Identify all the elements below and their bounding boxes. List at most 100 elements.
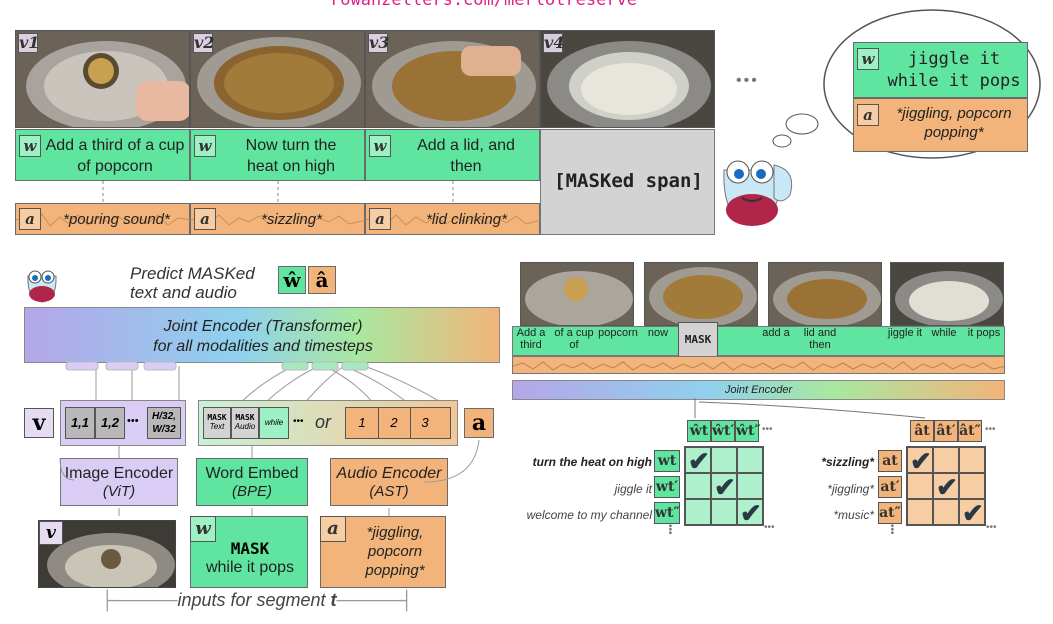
predicted-w-token: ŵ bbox=[278, 266, 306, 294]
image-encoder-line1: Image Encoder bbox=[64, 465, 174, 482]
frame-4-image bbox=[541, 31, 714, 127]
text-cell-2-3 bbox=[737, 473, 763, 499]
audio-cell-1-3 bbox=[959, 447, 985, 473]
word-embed-box: Word Embed (BPE) bbox=[196, 458, 308, 506]
input-mask-token: MASK bbox=[230, 539, 270, 558]
word-4: now bbox=[647, 327, 669, 339]
audio-cell-1-2 bbox=[933, 447, 959, 473]
audio-token-1: 1 bbox=[346, 408, 379, 438]
audio-cell-3-3: ✔ bbox=[959, 499, 985, 526]
mask-text-top: MASK bbox=[207, 413, 227, 422]
audio-header-more: ••• bbox=[985, 424, 996, 435]
frame-1-label: v1 bbox=[18, 33, 40, 53]
joint-encoder-line2: for all modalities and timesteps bbox=[153, 338, 373, 355]
encoder-output-arrows bbox=[59, 439, 480, 516]
text-segment-3-text: Add a lid, and then bbox=[417, 137, 515, 175]
audio-encoder-line2: (AST) bbox=[369, 483, 409, 500]
text-header-3: ŵt″ bbox=[735, 420, 761, 442]
thought-audio-label: a bbox=[857, 104, 879, 126]
word-embed-line1: Word Embed bbox=[205, 465, 299, 482]
audio-segment-1-text: *pouring sound* bbox=[63, 211, 170, 228]
audio-header-1: ât bbox=[910, 420, 934, 442]
text-dots: ••• bbox=[293, 416, 304, 427]
frame-3-label: v3 bbox=[368, 33, 390, 53]
right-frame-1-image bbox=[521, 263, 633, 325]
audio-strip-wave bbox=[513, 361, 1004, 371]
image-encoder-line2: (ViT) bbox=[102, 483, 136, 500]
right-frame-2-image bbox=[645, 263, 757, 325]
word-2: of a cup of bbox=[554, 327, 594, 351]
mask-audio-token: MASK Audio bbox=[231, 407, 259, 439]
thought-audio-box: a *jiggling, popcorn popping* bbox=[853, 98, 1028, 152]
video-frame-3: v3 bbox=[365, 30, 540, 128]
text-audio-connectors bbox=[102, 181, 454, 203]
word-embed-line2: (BPE) bbox=[231, 483, 272, 500]
audio-segment-3-text: *lid clinking* bbox=[426, 211, 507, 228]
text-cell-3-1 bbox=[685, 499, 711, 525]
text-cols-more: ••• bbox=[764, 522, 775, 533]
predicted-a-token: â bbox=[308, 266, 336, 294]
patch-dots: ••• bbox=[127, 415, 139, 427]
project-url[interactable]: rowanzellers.com/merlotreserve bbox=[330, 0, 638, 10]
word-7: lid and then bbox=[803, 327, 837, 351]
inputs-caption-text: inputs for segment bbox=[177, 590, 331, 610]
text-cell-1-2 bbox=[711, 447, 737, 473]
check-icon: ✔ bbox=[910, 446, 932, 476]
right-frame-4 bbox=[890, 262, 1004, 326]
audio-token-3: 3 bbox=[421, 415, 429, 430]
text-row-label-3: welcome to my channel bbox=[526, 508, 652, 522]
text-cell-3-3: ✔ bbox=[737, 498, 763, 528]
audio-wave-2 bbox=[191, 214, 366, 226]
audio-segment-1: a *pouring sound* bbox=[15, 203, 191, 235]
audio-wave-1 bbox=[16, 213, 191, 227]
word-strip bbox=[512, 326, 1005, 356]
check-icon: ✔ bbox=[740, 498, 762, 528]
frame-4-label: v4 bbox=[543, 33, 565, 53]
predict-caption-line2: text and audio bbox=[130, 283, 237, 302]
predict-caption-line1: Predict MASKed bbox=[130, 264, 255, 283]
word-11: it pops bbox=[967, 327, 1001, 339]
audio-segment-2: a *sizzling* bbox=[190, 203, 366, 235]
video-frame-2: v2 bbox=[190, 30, 365, 128]
word-9: jiggle it bbox=[887, 327, 923, 339]
right-frame-1 bbox=[520, 262, 634, 326]
audio-row-tag-1: at bbox=[878, 450, 902, 472]
text-row-label-2: jiggle it bbox=[614, 482, 652, 496]
input-audio-text: *jiggling, popcorn popping* bbox=[365, 524, 425, 579]
v-token-glyph: v bbox=[32, 410, 46, 436]
audio-row-tag-2: at′ bbox=[878, 476, 902, 498]
thought-audio-text: *jiggling, popcorn popping* bbox=[896, 105, 1012, 141]
patch-token-last: H/32, W/32 bbox=[147, 407, 181, 439]
audio-cell-2-2: ✔ bbox=[933, 473, 959, 500]
word-mask: MASK bbox=[678, 322, 718, 358]
audio-segment-3: a *lid clinking* bbox=[365, 203, 541, 235]
mask-text-token: MASK Text bbox=[203, 407, 231, 439]
joint-encoder-line1: Joint Encoder (Transformer) bbox=[163, 318, 363, 335]
word-1: Add a third bbox=[516, 327, 546, 351]
audio-token-3-label: a bbox=[369, 208, 391, 230]
text-matrix: ✔ ✔ ✔ bbox=[684, 446, 764, 526]
inputs-caption-dash-left: ├───── bbox=[100, 590, 178, 610]
text-token-2-label: w bbox=[194, 135, 216, 157]
audio-row-tag-3: at″ bbox=[878, 502, 902, 524]
patch-token-1: 1,1 bbox=[65, 407, 95, 439]
frame-3-image bbox=[366, 31, 539, 127]
masked-span-text: [MASKed span] bbox=[554, 170, 703, 192]
text-token-3-label: w bbox=[369, 135, 391, 157]
joint-encoder-box: Joint Encoder (Transformer) for all moda… bbox=[24, 307, 500, 363]
audio-segment-2-text: *sizzling* bbox=[261, 211, 322, 228]
input-text-rest: while it pops bbox=[205, 559, 295, 576]
audio-row-label-3: *music* bbox=[833, 508, 874, 522]
word-3: popcorn bbox=[598, 327, 638, 339]
audio-token-1-label: a bbox=[19, 208, 41, 230]
audio-wave-3 bbox=[366, 214, 541, 226]
v-token: v bbox=[24, 408, 54, 438]
while-token: while bbox=[259, 407, 289, 439]
audio-header-3: ât″ bbox=[958, 420, 982, 442]
audio-cell-2-1 bbox=[907, 473, 933, 499]
word-10: while bbox=[931, 327, 957, 339]
text-cell-1-3 bbox=[737, 447, 763, 473]
right-frame-2 bbox=[644, 262, 758, 326]
top-strip: v1 v2 v3 v4 w Add a third of a cup of bbox=[15, 30, 715, 235]
audio-cell-3-1 bbox=[907, 499, 933, 525]
